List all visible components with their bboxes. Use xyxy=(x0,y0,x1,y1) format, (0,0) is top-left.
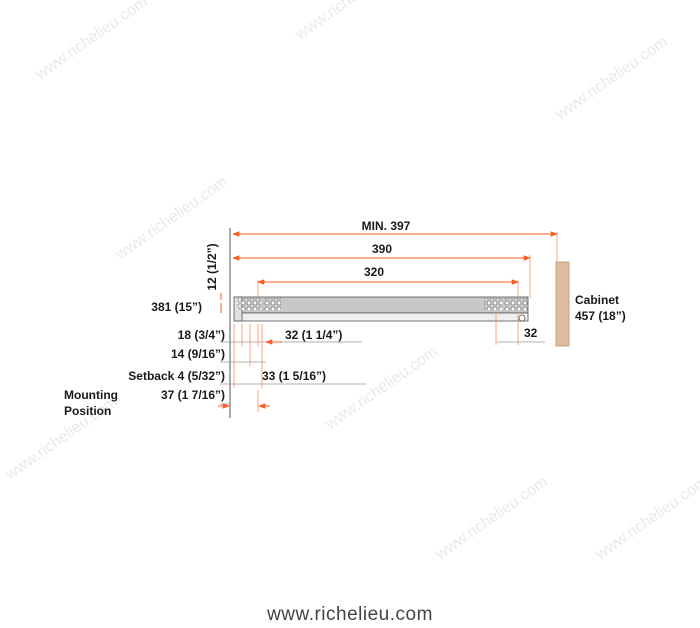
cabinet-size: 457 (18”) xyxy=(575,309,626,323)
dim-label-32-front: 32 (1 1/4”) xyxy=(285,328,342,342)
dim-label-12: 12 (1/2”) xyxy=(205,243,219,290)
dim-label-320: 320 xyxy=(364,265,384,279)
slide-rail-lower xyxy=(235,312,529,322)
dim-label-18: 18 (3/4”) xyxy=(178,328,225,342)
watermark-text: www.richelieu.com xyxy=(592,473,700,563)
dim-label-381: 381 (15”) xyxy=(151,300,202,314)
front-mounting-holes-2 xyxy=(263,298,281,310)
rear-roller xyxy=(518,314,526,322)
cabinet-label: Cabinet xyxy=(575,293,619,307)
rear-mounting-holes-2 xyxy=(504,298,528,310)
dim-label-33: 33 (1 5/16”) xyxy=(262,369,326,383)
front-mounting-holes xyxy=(237,298,261,310)
dim-label-14: 14 (9/16”) xyxy=(171,347,225,361)
watermark-text: www.richelieu.com xyxy=(552,33,671,123)
dim-label-min-397: MIN. 397 xyxy=(362,219,411,233)
watermark-text: www.richelieu.com xyxy=(32,0,151,84)
footer-url: www.richelieu.com xyxy=(266,604,433,625)
dim-label-32-rear: 32 xyxy=(524,326,538,340)
dim-label-mounting-1: Mounting xyxy=(64,388,118,402)
dim-label-setback: Setback 4 (5/32”) xyxy=(128,369,225,383)
dim-label-mounting-2: Position xyxy=(64,404,111,418)
drawer-slide xyxy=(233,296,529,322)
watermark-text: www.richelieu.com xyxy=(292,0,411,44)
rear-mounting-holes xyxy=(484,298,502,310)
watermark-text: www.richelieu.com xyxy=(432,473,551,563)
dim-label-390: 390 xyxy=(372,242,392,256)
cabinet-panel xyxy=(555,261,570,347)
watermark-text: www.richelieu.com xyxy=(322,343,441,433)
dim-label-37: 37 (1 7/16”) xyxy=(161,388,225,402)
